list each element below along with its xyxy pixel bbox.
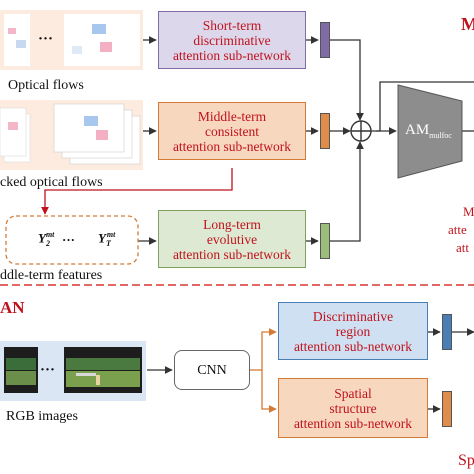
arrow-branch-to-disc <box>261 328 277 370</box>
middle-term-features-box <box>5 215 139 265</box>
middle-term-feature-bar <box>320 113 330 149</box>
am-mulfoc-block <box>397 84 463 179</box>
middle-term-attention-box: Middle-term consistent attention sub-net… <box>158 102 306 160</box>
arrow-bypass-to-right <box>376 81 474 132</box>
rgb-ellipsis: ··· <box>40 362 56 378</box>
long-term-attention-box: Long-term evolutive attention sub-networ… <box>158 210 306 268</box>
spatial-feature-bar <box>442 391 452 427</box>
arrow-middle-to-features-red <box>41 168 233 215</box>
discriminative-region-attention-box: Discriminative region attention sub-netw… <box>278 302 428 360</box>
section-title-partial-bottom: AN <box>0 298 25 317</box>
right-partial-atte: atte <box>448 222 467 237</box>
optical-flow-frame-1 <box>4 14 30 66</box>
spatial-structure-attention-box: Spatial structure attention sub-network <box>278 378 428 438</box>
features-ellipsis: ··· <box>62 232 76 247</box>
optical-flows-label: Optical flows <box>8 78 84 93</box>
optical-flow-frame-2 <box>64 14 140 66</box>
right-partial-m: M <box>463 204 474 219</box>
section-title-partial-top: M <box>461 14 474 34</box>
am-mulfoc-label: AMmulfoc <box>405 122 452 140</box>
arrow-feature1-to-fusion <box>330 39 364 121</box>
right-partial-sp: Sp <box>458 452 474 469</box>
stacked-flow-stack-2 <box>53 103 141 165</box>
right-partial-att: att <box>456 240 469 255</box>
fusion-plus-icon <box>350 120 372 142</box>
arrow-branch-to-spatial <box>261 370 277 413</box>
short-term-attention-box: Short-term discriminative attention sub-… <box>158 11 306 69</box>
stacked-flow-stack-1 <box>0 107 31 163</box>
discriminative-feature-bar <box>442 314 452 350</box>
optical-ellipsis: ··· <box>38 31 54 47</box>
long-term-feature-bar <box>320 223 330 259</box>
feature-y2: Y2mt <box>38 230 55 248</box>
stacked-flows-label: cked optical flows <box>0 175 103 190</box>
rgb-frame-1 <box>4 347 38 393</box>
middle-features-label: ddle-term features <box>0 268 103 283</box>
rgb-images-label: RGB images <box>6 409 78 424</box>
feature-yT: YTmt <box>98 230 116 248</box>
short-term-feature-bar <box>320 22 330 58</box>
rgb-frame-2 <box>64 347 142 393</box>
arrow-feature3-to-fusion <box>330 141 364 242</box>
cnn-box: CNN <box>174 350 250 390</box>
